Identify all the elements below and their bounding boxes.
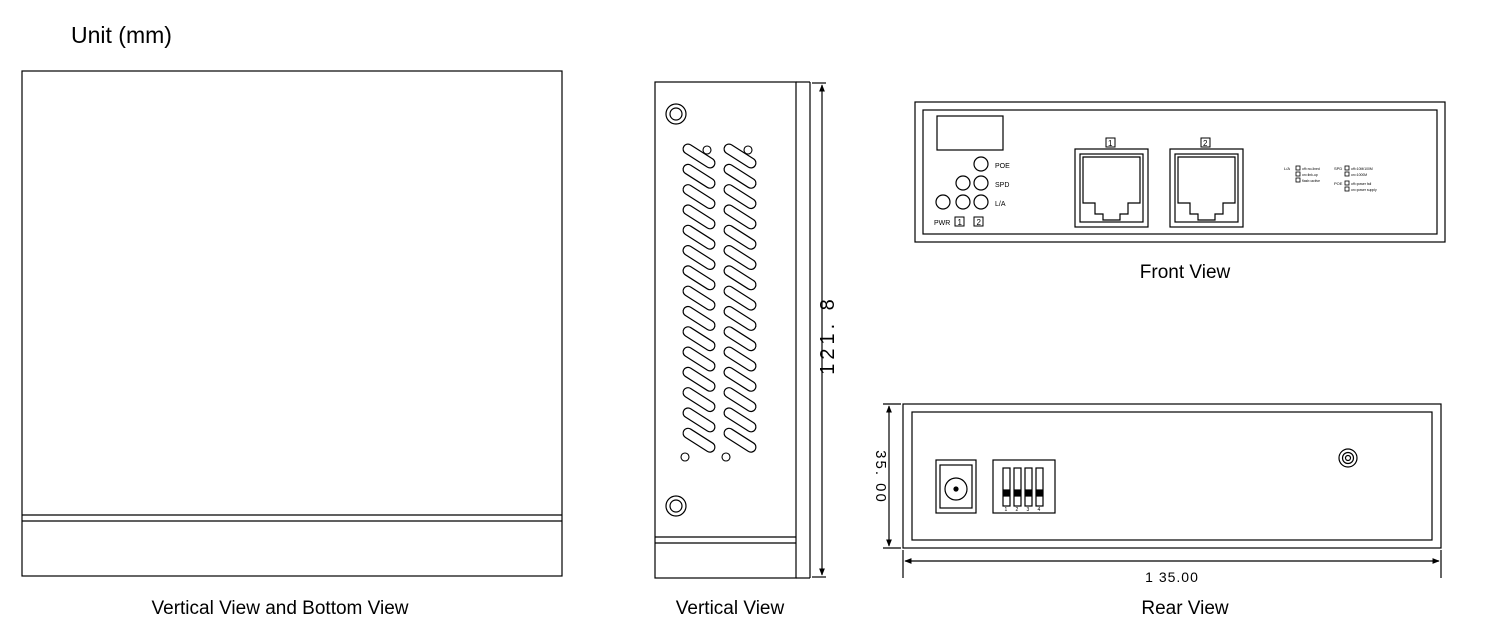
legend-la-line: flash=active bbox=[1302, 179, 1320, 183]
legend-spd-line: on=1000M bbox=[1351, 173, 1367, 177]
vent-slot-inner bbox=[683, 246, 715, 269]
bottom-view-outline bbox=[21, 70, 563, 577]
vent-slot-inner bbox=[724, 205, 756, 229]
dip-number: 1 bbox=[1005, 507, 1008, 513]
vent-slot-inner bbox=[683, 205, 715, 229]
vent-slot-inner bbox=[724, 408, 756, 432]
vent-slot-inner bbox=[724, 388, 756, 411]
dip-number: 3 bbox=[1027, 507, 1030, 513]
rj45-port-1-icon bbox=[1074, 137, 1149, 228]
vent-hole bbox=[743, 145, 753, 155]
vent-slot-inner bbox=[724, 286, 756, 310]
caption-vertical-bottom-view: Vertical View and Bottom View bbox=[151, 598, 409, 619]
vent-slot-inner bbox=[724, 327, 756, 351]
led-la-2-icon bbox=[973, 194, 989, 210]
vent-hole bbox=[680, 452, 690, 462]
legend-poe-line: off=power fail bbox=[1351, 182, 1371, 186]
ventilation-slots bbox=[680, 143, 757, 462]
dip-switch-icon bbox=[992, 459, 1056, 514]
legend-la-line: on=link-up bbox=[1302, 173, 1318, 177]
pwr-label: PWR bbox=[934, 220, 950, 227]
led-legend-boxes bbox=[1295, 165, 1350, 192]
led-la-1-icon bbox=[955, 194, 971, 210]
vent-hole bbox=[702, 145, 712, 155]
screw-icon bbox=[665, 495, 687, 517]
caption-rear-view: Rear View bbox=[1141, 598, 1229, 619]
vent-slot-inner bbox=[683, 428, 715, 452]
screw-icon bbox=[665, 103, 687, 125]
port-number-1: 1 bbox=[1108, 139, 1113, 148]
vent-slot-inner bbox=[683, 225, 715, 249]
vent-slot-inner bbox=[724, 428, 756, 452]
legend-poe-line: on=power supply bbox=[1351, 188, 1377, 192]
unit-label: Unit (mm) bbox=[71, 22, 172, 48]
vent-slot-inner bbox=[683, 388, 715, 411]
led-label-spd: SPD bbox=[995, 182, 1009, 189]
ground-screw-icon bbox=[1338, 448, 1358, 468]
display-window bbox=[936, 115, 1004, 151]
width-dimension-label: 1 35.00 bbox=[1145, 569, 1199, 585]
vent-slot-inner bbox=[724, 144, 756, 168]
bottom-view-drawing bbox=[21, 70, 563, 577]
vent-slot-inner bbox=[724, 165, 756, 188]
vent-slot-inner bbox=[683, 144, 715, 168]
dip-number: 4 bbox=[1038, 507, 1041, 513]
side-view-outline bbox=[654, 81, 797, 579]
vent-hole bbox=[721, 452, 731, 462]
legend-la-line: off=no-lined bbox=[1302, 167, 1320, 171]
height-dimension-label: 121. 8 bbox=[817, 295, 839, 375]
legend-spd-line: off=10M/100M bbox=[1351, 167, 1373, 171]
legend-la-title: L/A bbox=[1284, 166, 1290, 171]
led-pwr-icon bbox=[935, 194, 951, 210]
vent-slot-inner bbox=[724, 347, 756, 371]
vent-slot-inner bbox=[724, 307, 756, 330]
vent-slot-inner bbox=[683, 266, 715, 290]
led-spd-1-icon bbox=[955, 175, 971, 191]
front-view-drawing bbox=[914, 101, 1446, 243]
rear-view-drawing bbox=[883, 403, 1442, 578]
front-view-inner bbox=[922, 109, 1438, 235]
vent-slot-inner bbox=[683, 165, 715, 188]
vent-slot-inner bbox=[724, 185, 756, 208]
rear-view-outer bbox=[902, 403, 1442, 549]
depth-dimension-label: 35. 00 bbox=[872, 450, 889, 504]
vent-slot-inner bbox=[724, 367, 756, 391]
vent-slot-inner bbox=[724, 246, 756, 269]
caption-vertical-view: Vertical View bbox=[675, 598, 785, 619]
port-indicator-box bbox=[973, 216, 984, 227]
port-number-2: 2 bbox=[1203, 139, 1208, 148]
led-label-poe: POE bbox=[995, 163, 1010, 170]
vent-slot-inner bbox=[683, 185, 715, 208]
port-indicator-number: 2 bbox=[977, 218, 982, 227]
dc-power-jack-icon bbox=[935, 459, 977, 514]
front-view-outer bbox=[914, 101, 1446, 243]
legend-poe-title: POE bbox=[1334, 181, 1343, 186]
vent-slot-inner bbox=[683, 347, 715, 371]
port-indicator-number: 1 bbox=[958, 218, 963, 227]
vent-slot-inner bbox=[724, 266, 756, 290]
vent-slot-inner bbox=[683, 286, 715, 310]
rear-view-labels: 1 2 3 4 bbox=[1005, 507, 1041, 513]
port-indicator-box bbox=[954, 216, 965, 227]
vent-slot-inner bbox=[683, 367, 715, 391]
dip-number: 2 bbox=[1016, 507, 1019, 513]
vent-slot-inner bbox=[683, 408, 715, 432]
led-label-la: L/A bbox=[995, 201, 1006, 208]
rj45-port-2-icon bbox=[1169, 137, 1244, 228]
led-poe-icon bbox=[973, 156, 989, 172]
legend-spd-title: SPD bbox=[1334, 166, 1342, 171]
front-view-labels: POE SPD L/A PWR 1 2 1 2 L/A off=no-lined… bbox=[934, 139, 1377, 227]
vent-slot-inner bbox=[683, 307, 715, 330]
led-spd-2-icon bbox=[973, 175, 989, 191]
side-view-drawing bbox=[654, 81, 826, 579]
rear-view-inner bbox=[911, 411, 1433, 541]
vent-slot-inner bbox=[683, 327, 715, 351]
vent-slot-inner bbox=[724, 225, 756, 249]
caption-front-view: Front View bbox=[1139, 262, 1231, 283]
